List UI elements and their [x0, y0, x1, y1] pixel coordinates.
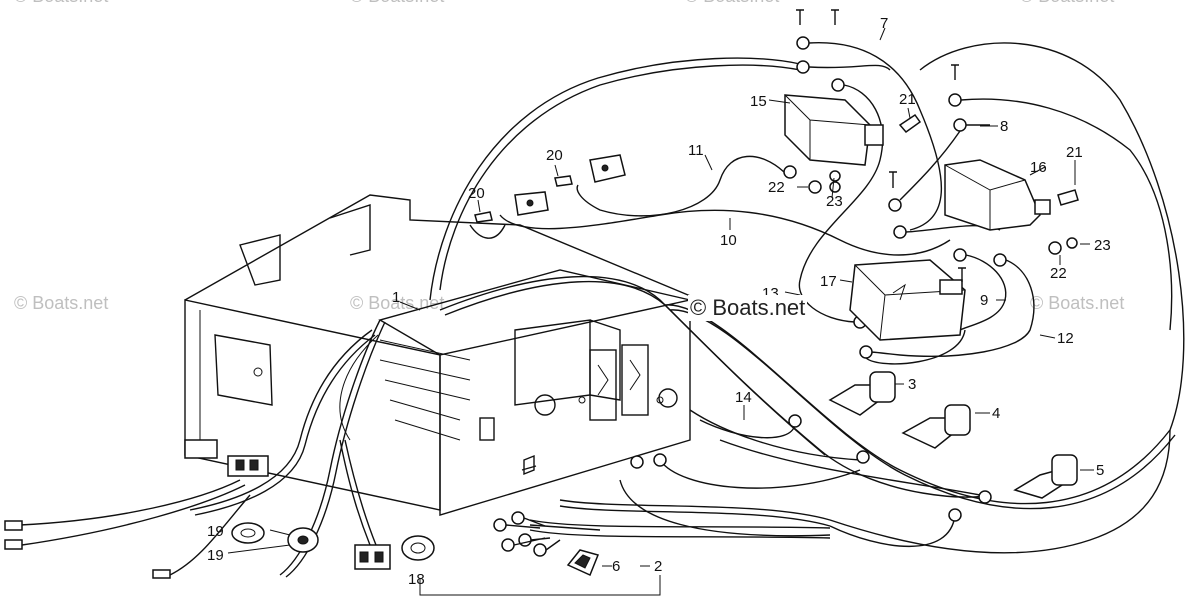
part-6-clip	[566, 549, 600, 577]
callout-15: 15	[750, 93, 767, 110]
callout-19-a: 19	[207, 523, 224, 540]
callout-20-b: 20	[468, 185, 485, 202]
callout-23-a: 23	[826, 193, 843, 210]
callout-numbers: 1 2 3 4 5 6 7 8 9 10 11 12 13 14 15 16 1…	[207, 15, 1111, 588]
part-17-unit	[849, 259, 966, 341]
wires-10-11	[469, 155, 951, 256]
wire-14	[630, 414, 992, 522]
wire-harness-bundle	[19, 319, 471, 578]
callout-6: 6	[612, 558, 620, 575]
callout-3: 3	[908, 376, 916, 393]
part-15-unit	[784, 94, 884, 182]
callout-10: 10	[720, 232, 737, 249]
part-16-unit	[944, 159, 1051, 231]
callout-23-b: 23	[1094, 237, 1111, 254]
watermark-top-right: © Boats.net	[1020, 0, 1114, 7]
watermark-top-left: © Boats.net	[14, 0, 108, 7]
watermark-center: © Boats.net	[688, 295, 808, 321]
wires-9-12-13	[859, 248, 1035, 365]
callout-22-a: 22	[768, 179, 785, 196]
callout-18: 18	[408, 571, 425, 588]
callout-16: 16	[1030, 159, 1047, 176]
watermark-top-center-right: © Boats.net	[685, 0, 779, 7]
top-wires	[796, 36, 1173, 331]
callout-8: 8	[1000, 118, 1008, 135]
callout-4: 4	[992, 405, 1000, 422]
sockets-3-4-5	[828, 371, 1078, 499]
callout-21-b: 21	[1066, 144, 1083, 161]
callout-20-a: 20	[546, 147, 563, 164]
grommets	[231, 522, 435, 561]
callout-9: 9	[980, 292, 988, 309]
watermark-mid-left: © Boats.net	[14, 293, 109, 313]
callout-14: 14	[735, 389, 752, 406]
callout-17: 17	[820, 273, 837, 290]
watermark-mid-right: © Boats.net	[1030, 293, 1125, 313]
leader-lines	[227, 27, 1094, 596]
callout-21-a: 21	[899, 91, 916, 108]
callout-11: 11	[688, 142, 704, 159]
callout-2: 2	[654, 558, 662, 575]
watermark-top-center-left: © Boats.net	[350, 0, 444, 7]
main-panel-box	[378, 269, 691, 516]
screws	[796, 9, 1079, 282]
terminals-20	[474, 154, 626, 223]
callout-12: 12	[1057, 330, 1074, 347]
callout-19-b: 19	[207, 547, 224, 564]
cable-2-terminals	[493, 511, 831, 557]
harness-connectors	[4, 439, 391, 579]
callout-22-b: 22	[1050, 265, 1067, 282]
callout-5: 5	[1096, 462, 1104, 479]
long-loop-wires	[429, 42, 1185, 554]
callout-1: 1	[392, 289, 400, 306]
callout-7: 7	[880, 15, 888, 32]
